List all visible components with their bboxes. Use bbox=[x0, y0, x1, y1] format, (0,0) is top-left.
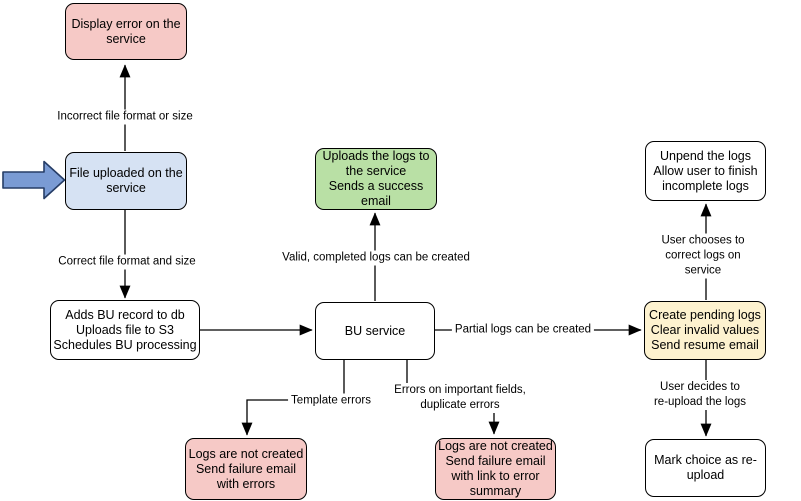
node-logs-not-created-summary: Logs are not created Send failure email … bbox=[435, 438, 556, 500]
node-create-pending: Create pending logs Clear invalid values… bbox=[644, 301, 766, 360]
edge-label-reupload: User decides to re-upload the logs bbox=[649, 380, 751, 410]
node-display-error: Display error on the service bbox=[65, 3, 187, 60]
edge-label-important-fields: Errors on important fields, duplicate er… bbox=[391, 383, 529, 413]
edge-label-partial-logs: Partial logs can be created bbox=[451, 322, 595, 338]
edge-label-valid-logs: Valid, completed logs can be created bbox=[279, 250, 473, 266]
entry-arrow-icon bbox=[2, 160, 66, 200]
node-logs-not-created-errors: Logs are not created Send failure email … bbox=[185, 438, 307, 500]
node-bu-service: BU service bbox=[315, 302, 435, 360]
edge-label-incorrect-format: Incorrect file format or size bbox=[54, 109, 196, 125]
edge-label-correct-on-service: User chooses to correct logs on service bbox=[654, 233, 752, 279]
node-file-uploaded: File uploaded on the service bbox=[65, 152, 187, 210]
edge-label-template-errors: Template errors bbox=[288, 393, 374, 409]
node-adds-bu-record: Adds BU record to db Uploads file to S3 … bbox=[50, 300, 200, 360]
node-mark-choice: Mark choice as re- upload bbox=[645, 439, 766, 497]
edge-label-correct-format: Correct file format and size bbox=[55, 254, 199, 270]
node-unpend-logs: Unpend the logs Allow user to finish inc… bbox=[645, 141, 766, 201]
node-uploads-logs: Uploads the logs to the service Sends a … bbox=[315, 148, 437, 210]
